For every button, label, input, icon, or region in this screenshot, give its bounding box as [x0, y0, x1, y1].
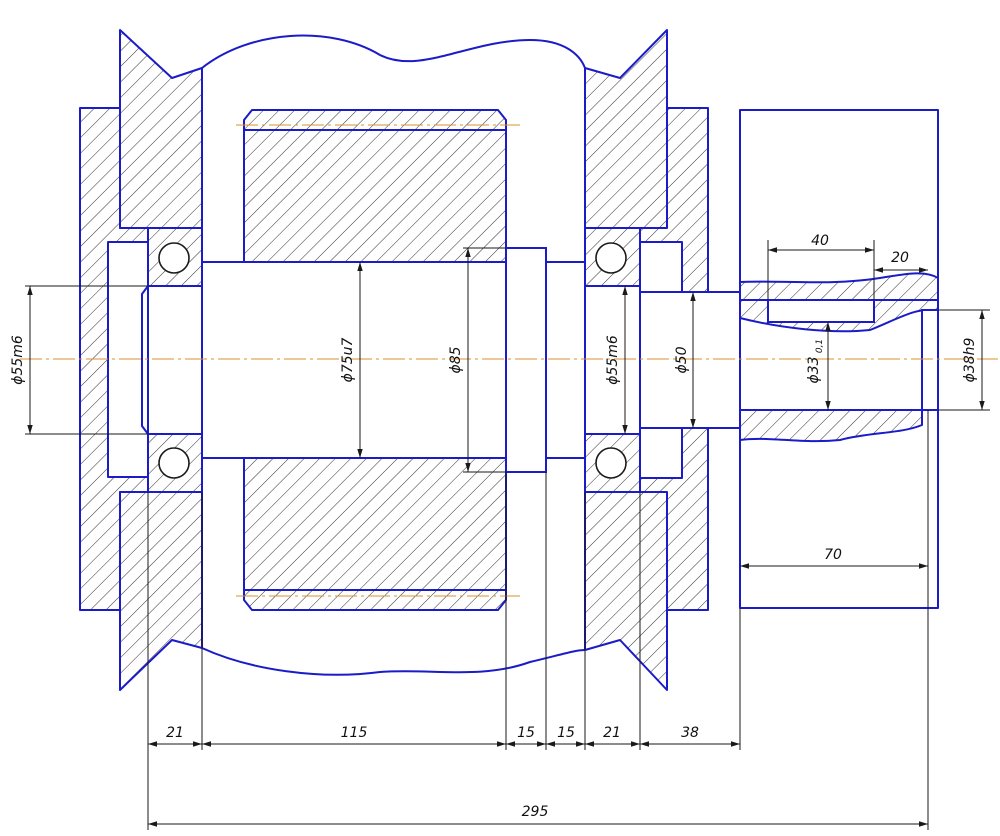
- label-d38: ϕ38h9: [962, 337, 978, 382]
- bearing-right-bottom: [584, 433, 641, 493]
- bearing-ball: [158, 242, 190, 274]
- label-15-b: 15: [557, 725, 575, 741]
- label-hub-length: 70: [824, 547, 842, 563]
- housing-bottom-contour: [201, 647, 586, 676]
- left-wall-lower: [119, 491, 203, 691]
- extension-lines: [25, 240, 990, 830]
- label-d33-tolerance: 0,1: [815, 339, 825, 353]
- bearing-ball: [595, 447, 627, 479]
- housing-top-contour: [201, 34, 586, 69]
- keyway: [767, 299, 875, 323]
- dimension-labels: ϕ55m6 ϕ75u7 ϕ85 ϕ55m6 ϕ50 ϕ33 0,1 ϕ38h9 …: [10, 233, 978, 820]
- housing: [79, 29, 709, 691]
- label-d50: ϕ50: [674, 346, 690, 373]
- bearings: [147, 227, 641, 493]
- label-38: 38: [681, 725, 699, 741]
- label-key-offset: 20: [891, 250, 909, 266]
- label-115: 115: [341, 725, 368, 741]
- gear: [236, 109, 520, 611]
- gear-rim-bottom: [243, 457, 507, 611]
- label-295: 295: [522, 804, 549, 820]
- label-d33: ϕ33: [806, 356, 822, 383]
- shaft: [141, 247, 741, 473]
- label-21-right: 21: [603, 725, 621, 741]
- shaft-left-end: [141, 285, 149, 435]
- hub-section-lower: [739, 409, 923, 443]
- shaft-spacer-step: [545, 261, 586, 459]
- label-d75: ϕ75u7: [340, 337, 356, 382]
- shaft-gear-seat: [201, 261, 509, 459]
- coupling-hub: [739, 109, 939, 609]
- bearing-ball: [158, 447, 190, 479]
- label-d55-left: ϕ55m6: [10, 335, 26, 385]
- right-wall-lower: [584, 491, 668, 691]
- label-15-a: 15: [517, 725, 535, 741]
- shaft-output-section: [639, 291, 741, 429]
- left-wall-upper: [119, 29, 203, 229]
- dimension-lines: [27, 247, 985, 827]
- hub-end-bore: [921, 309, 939, 411]
- gear-rim-top: [243, 109, 507, 263]
- right-wall-upper: [584, 29, 668, 229]
- label-21-left: 21: [166, 725, 184, 741]
- label-keyway-length: 40: [811, 233, 829, 249]
- label-d55-right: ϕ55m6: [605, 335, 621, 385]
- label-d85: ϕ85: [448, 346, 464, 373]
- shaft-collar: [505, 247, 547, 473]
- bearing-ball: [595, 242, 627, 274]
